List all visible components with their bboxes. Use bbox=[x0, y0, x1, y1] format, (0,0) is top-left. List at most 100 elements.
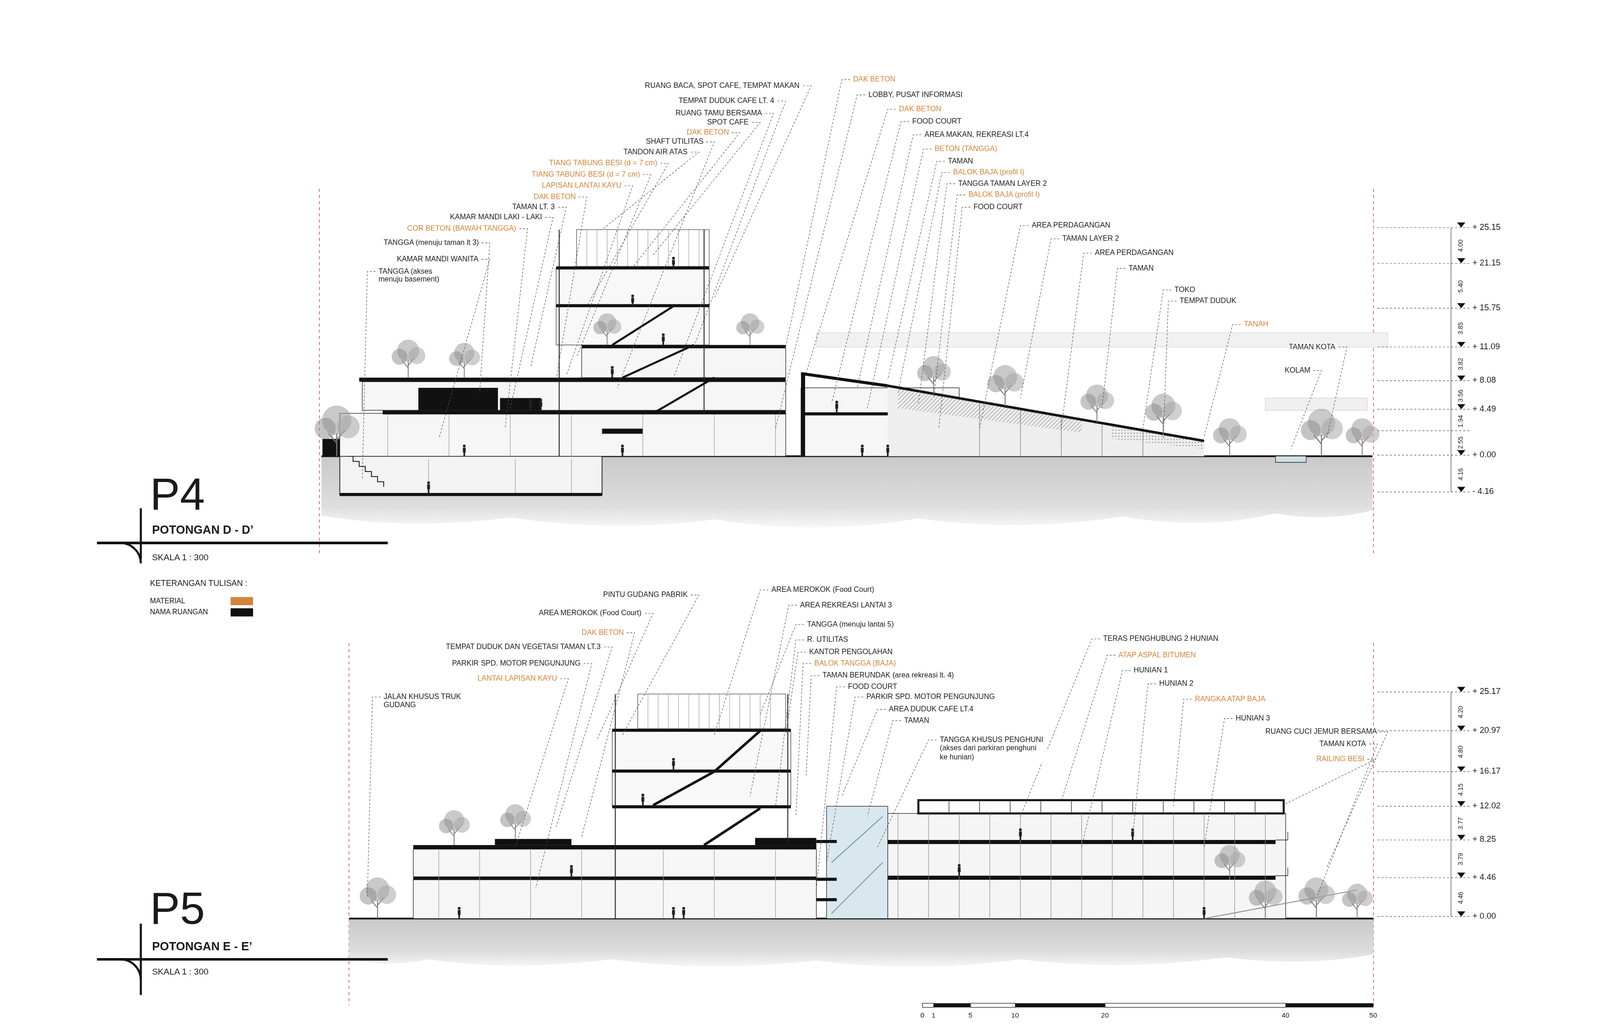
title-mark bbox=[97, 923, 388, 995]
leader-line bbox=[367, 697, 381, 898]
section-p5 bbox=[671, 757, 675, 770]
callout-label: RUANG CUCI JEMUR BERSAMA bbox=[1264, 727, 1378, 736]
section-p5 bbox=[612, 730, 791, 772]
scale-number: 40 bbox=[1280, 1011, 1291, 1020]
leader-line bbox=[556, 196, 587, 380]
section-p4 bbox=[610, 366, 614, 378]
section-p5 bbox=[413, 879, 817, 919]
section-p4 bbox=[339, 413, 786, 457]
scale-note: SKALA 1 : 300 bbox=[151, 966, 210, 977]
leader-line bbox=[877, 739, 937, 847]
callout-label: KANTOR PENGOLAHAN bbox=[808, 647, 894, 657]
section-p4 bbox=[1275, 456, 1307, 463]
callout-label: LANTAI LAPISAN KAYU bbox=[476, 674, 558, 683]
callout-label: DAK BETON bbox=[580, 627, 626, 637]
leader-line bbox=[816, 686, 845, 888]
section-p4 bbox=[387, 414, 776, 456]
leader-line bbox=[1280, 759, 1376, 807]
section-p5 bbox=[816, 897, 838, 902]
callout-label: RUANG BACA, SPOT CAFE, TEMPAT MAKAN bbox=[643, 81, 801, 90]
leader-line bbox=[1142, 289, 1172, 429]
scale-number: 1 bbox=[930, 1011, 937, 1020]
callout-label: LAPISAN LANTAI KAYU bbox=[540, 181, 623, 190]
section-p4 bbox=[593, 313, 622, 345]
section-p4 bbox=[1112, 426, 1205, 449]
legend-swatch bbox=[230, 596, 254, 606]
callout-label: TANAH bbox=[1243, 319, 1270, 329]
callout-label: BETON (TANGGA) bbox=[933, 144, 999, 153]
callout-label: AREA PERDAGANGAN bbox=[1030, 221, 1112, 230]
section-p5 bbox=[612, 805, 791, 809]
section-p5 bbox=[494, 838, 572, 845]
callout-label: SPOT CAFE bbox=[706, 118, 750, 127]
callout-label: PARKIR SPD. MOTOR PENGUNJUNG bbox=[450, 658, 582, 668]
section-p4 bbox=[339, 492, 602, 497]
callout-label: AREA MEROKOK (Food Court) bbox=[770, 585, 876, 595]
elevation-label: + 8.08 bbox=[1471, 375, 1498, 386]
leader-line bbox=[576, 174, 652, 357]
callout-label: TAMAN KOTA bbox=[1287, 342, 1337, 352]
section-p4 bbox=[631, 294, 634, 306]
section-p4 bbox=[559, 229, 705, 457]
callout-label: HUNIAN 3 bbox=[1234, 713, 1271, 723]
leader-line bbox=[1132, 683, 1157, 837]
callout-label: TAMAN KOTA bbox=[1318, 739, 1368, 748]
section-title: POTONGAN E - E’ bbox=[151, 939, 254, 954]
callout-label: AREA MAKAN, REKREASI LT.4 bbox=[923, 129, 1030, 139]
section-p5 bbox=[648, 693, 771, 729]
callout-label: ATAP ASPAL BITUMEN bbox=[1117, 650, 1197, 660]
callout-label: TANGGA (menuju lantai 5) bbox=[805, 619, 895, 629]
leader-line bbox=[617, 141, 715, 388]
callout-label: TANGGA (menuju taman lt 3) bbox=[382, 238, 481, 248]
section-p4 bbox=[1300, 408, 1343, 457]
leader-line bbox=[556, 647, 613, 827]
leader-line bbox=[479, 243, 490, 394]
scale-bar bbox=[970, 1003, 1016, 1008]
elevation-label: + 25.15 bbox=[1471, 222, 1502, 233]
callout-label: RANGKA ATAP BAJA bbox=[1194, 694, 1267, 703]
section-p4 bbox=[671, 256, 675, 269]
leader-line bbox=[510, 217, 554, 409]
leader-line bbox=[897, 172, 951, 394]
leader-line bbox=[1326, 346, 1347, 439]
leader-line bbox=[1020, 238, 1060, 399]
section-p4 bbox=[500, 398, 541, 411]
section-p4 bbox=[362, 381, 786, 411]
dimension-label: 2.55 bbox=[1456, 434, 1465, 449]
scale-bar bbox=[922, 1003, 935, 1008]
dimension-label: 4.46 bbox=[1456, 890, 1465, 905]
legend-swatch bbox=[230, 608, 254, 617]
callout-label: AREA MEROKOK (Food Court) bbox=[537, 608, 643, 618]
callout-label: HUNIAN 2 bbox=[1158, 679, 1195, 688]
callout-label: JALAN KHUSUS TRUK GUDANG bbox=[382, 692, 471, 711]
section-p4 bbox=[1345, 418, 1380, 457]
dimension-label: 4.20 bbox=[1456, 704, 1465, 719]
section-p4 bbox=[887, 385, 1205, 457]
scale-bar bbox=[1015, 1003, 1105, 1008]
title-mark bbox=[97, 508, 388, 563]
section-p5 bbox=[612, 769, 791, 773]
callout-label: TAMAN BERUNDAK (area rekreasi lt. 4) bbox=[821, 670, 956, 680]
callout-label: TAMAN bbox=[946, 156, 974, 166]
scale-number: 50 bbox=[1368, 1011, 1379, 1020]
section-p5 bbox=[641, 793, 645, 806]
callout-label: TEMPAT DUDUK DAN VEGETASI TAMAN LT.3 bbox=[444, 642, 602, 652]
elevation-label: - 4.16 bbox=[1471, 486, 1495, 498]
section-p4 bbox=[736, 313, 765, 345]
section-p4 bbox=[539, 398, 543, 411]
section-p5 bbox=[438, 810, 470, 845]
section-p5 bbox=[1018, 828, 1022, 840]
leader-line bbox=[1081, 670, 1131, 848]
leader-line bbox=[438, 259, 490, 439]
elevation-label: + 25.17 bbox=[1471, 686, 1502, 698]
section-p4 bbox=[581, 345, 786, 349]
section-p4 bbox=[987, 365, 1024, 407]
section-number: P5 bbox=[149, 881, 206, 936]
section-p4 bbox=[556, 268, 709, 306]
leader-line bbox=[581, 632, 635, 837]
section-p4 bbox=[428, 459, 572, 493]
section-p4 bbox=[1265, 398, 1368, 411]
callout-label: RAILING BESI bbox=[1315, 754, 1366, 764]
section-p4 bbox=[556, 266, 709, 270]
